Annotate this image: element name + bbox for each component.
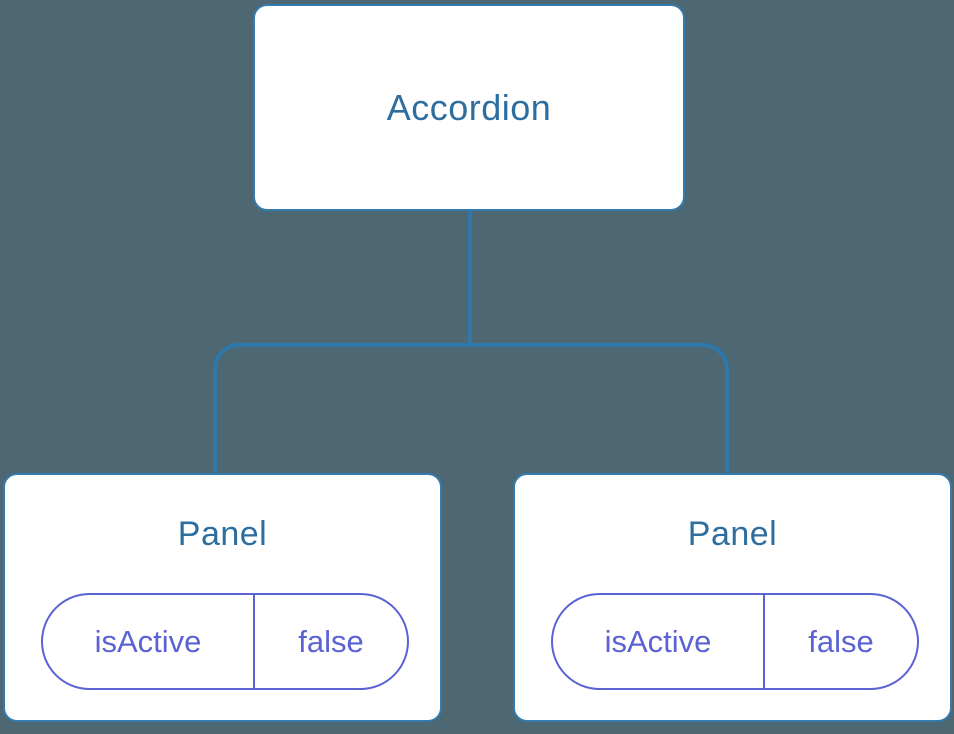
state-name-left: isActive [43, 595, 255, 688]
accordion-node-label: Accordion [386, 86, 552, 128]
state-name-right: isActive [553, 595, 765, 688]
connector-stem-line [468, 210, 472, 347]
connector-branch-line [213, 343, 729, 474]
state-value-left: false [298, 623, 364, 659]
panel-node-right: Panel isActive false [513, 473, 952, 722]
state-value-right: false [808, 623, 874, 659]
accordion-node: Accordion [253, 4, 685, 211]
panel-node-right-label: Panel [687, 515, 778, 553]
panel-node-left-label: Panel [177, 515, 268, 553]
state-pill-right: isActive false [551, 593, 919, 690]
state-pill-left: isActive false [41, 593, 409, 690]
panel-node-left: Panel isActive false [3, 473, 442, 722]
